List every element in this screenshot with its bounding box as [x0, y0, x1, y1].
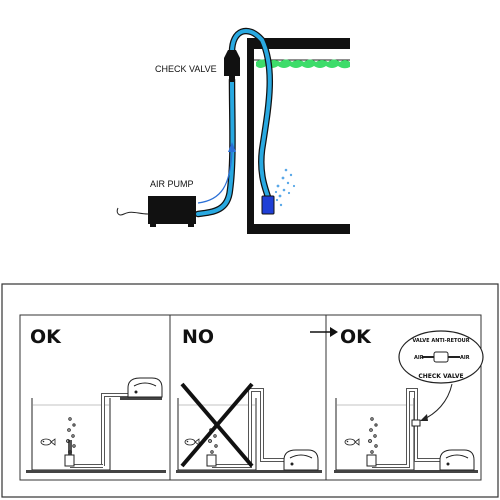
air-pump [439, 449, 475, 471]
check-valve-callout: VALVE ANTI-RETOUR CHECK VALVE AIR AIR [398, 330, 484, 384]
air-pump [127, 377, 163, 398]
air-stone [64, 454, 75, 467]
cross-mark [180, 382, 254, 468]
callout-title-fr: VALVE ANTI-RETOUR [412, 338, 469, 344]
panel-ok-pump-above: OK [26, 326, 166, 473]
panel-3-status: OK [340, 326, 372, 348]
tank-bottom-frame [247, 224, 350, 234]
floor [334, 470, 478, 473]
panel-2-status: NO [182, 326, 214, 348]
tank-left-wall [247, 38, 254, 234]
check-valve-inline [411, 419, 421, 427]
callout-title-en: CHECK VALVE [418, 373, 463, 380]
tank-top-frame [247, 38, 350, 49]
panel-1-status: OK [30, 326, 62, 348]
callout-port-left: AIR [414, 355, 424, 361]
air-stone [261, 195, 275, 215]
shelf [120, 397, 162, 400]
floor [26, 470, 166, 473]
air-bubbles [274, 168, 296, 207]
panel-ok-with-check-valve: OK VALVE ANTI-RETOUR CHECK VALVE [334, 326, 484, 473]
valve-icon [433, 351, 449, 363]
comparison-panel: OK NO [1, 283, 499, 498]
top-diagram: CHECK VALVE AIR PUMP [116, 27, 350, 234]
floor [176, 470, 322, 473]
algae-layer [256, 59, 350, 69]
panel-no-pump-below: NO [176, 326, 322, 473]
air-stone [206, 454, 217, 467]
callout-port-right: AIR [460, 355, 470, 361]
airflow-arrow [197, 142, 236, 204]
air-pump [116, 196, 196, 227]
air-pump [283, 449, 319, 471]
check-valve-label: CHECK VALVE [155, 64, 217, 74]
air-stone [366, 454, 377, 467]
air-pump-label: AIR PUMP [150, 179, 194, 189]
power-cord [116, 207, 149, 216]
check-valve [224, 50, 240, 82]
transition-arrow [310, 327, 338, 337]
air-tubing [194, 27, 273, 218]
